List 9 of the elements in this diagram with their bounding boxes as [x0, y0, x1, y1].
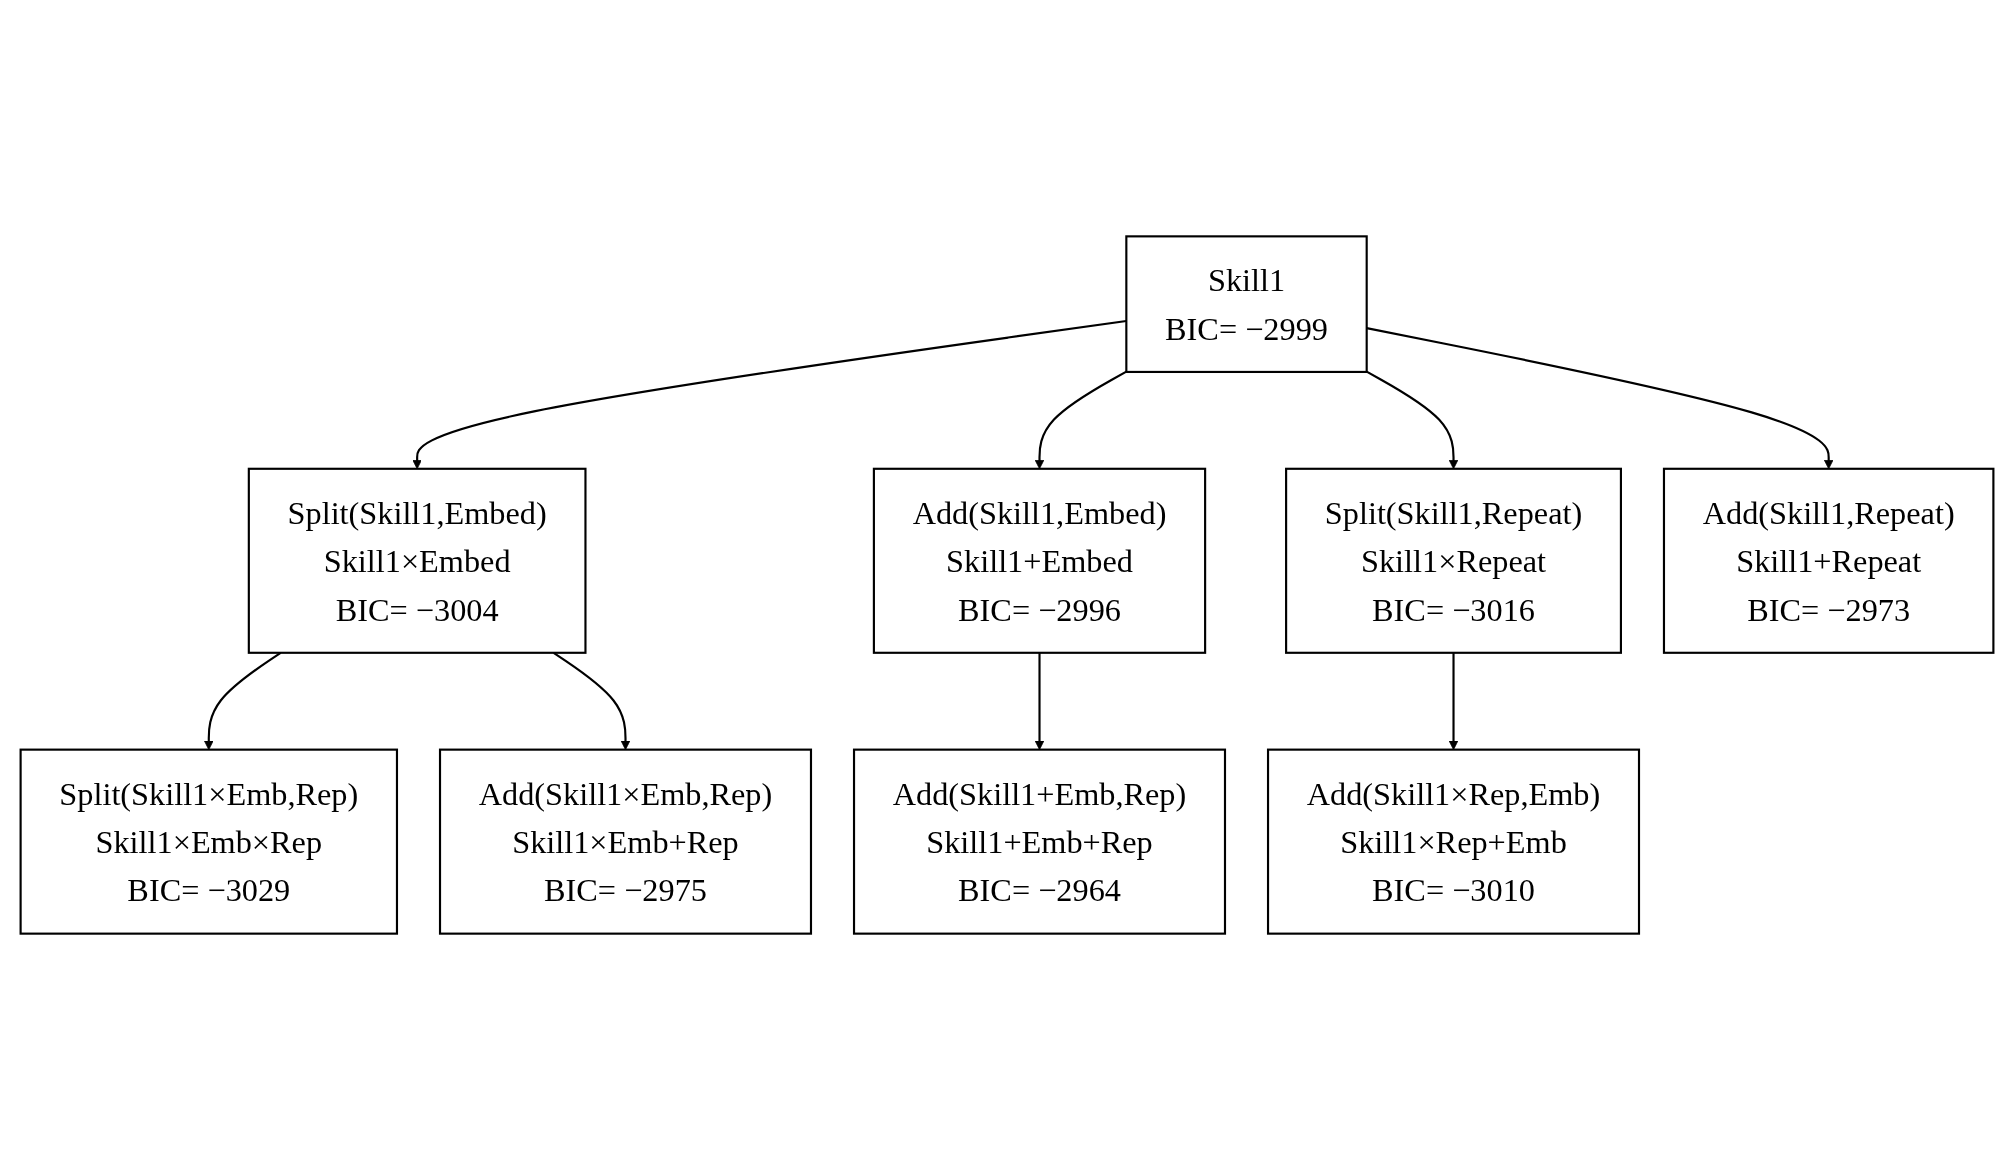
node-box: Add(Skill1+Emb,Rep) Skill1+Emb+Rep BIC= −2964 — [852, 748, 1226, 935]
node-box: Add(Skill1,Embed) Skill1+Embed BIC= −2996 — [872, 467, 1206, 654]
node-box: Add(Skill1×Rep,Emb) Skill1×Rep+Emb BIC= −3010 — [1266, 748, 1640, 935]
node-box: Split(Skill1,Embed) Skill1×Embed BIC= −3004 — [247, 467, 587, 654]
node-box: Add(Skill1×Emb,Rep) Skill1×Emb+Rep BIC= −2975 — [438, 748, 812, 935]
node-box: Add(Skill1,Repeat) Skill1+Repeat BIC= −2973 — [1662, 467, 1994, 654]
node-box: Skill1 BIC= −2999 — [1124, 235, 1368, 373]
node-box: Split(Skill1×Emb,Rep) Skill1×Emb×Rep BIC= −3029 — [19, 748, 398, 935]
node-box: Split(Skill1,Repeat) Skill1×Repeat BIC= −3016 — [1284, 467, 1622, 654]
